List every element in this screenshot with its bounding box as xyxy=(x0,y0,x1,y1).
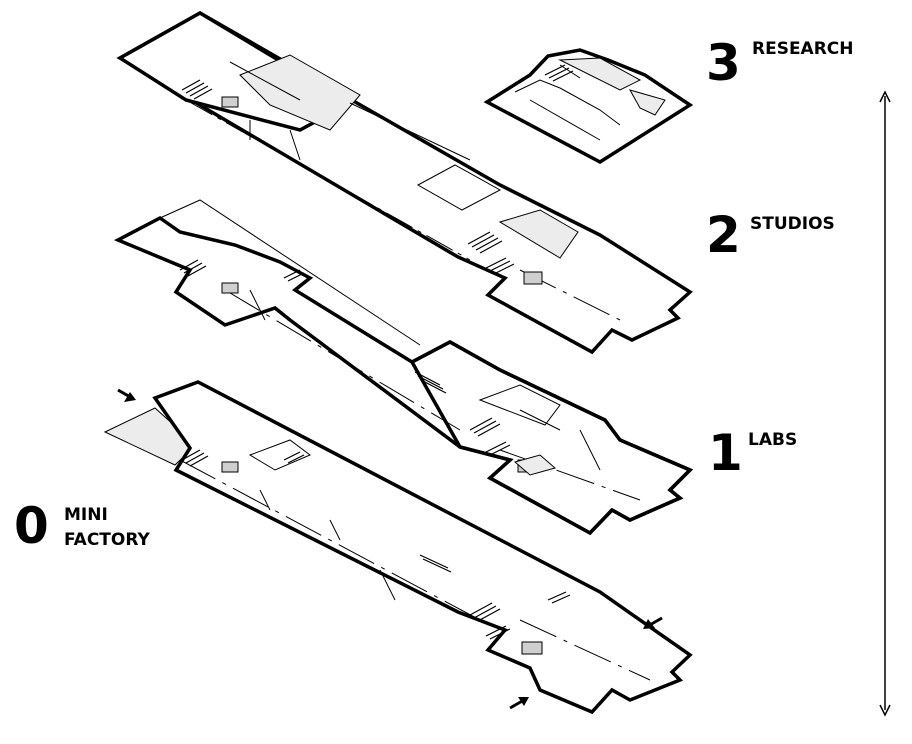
level-1-number: 1 xyxy=(708,424,743,482)
level-0-number: 0 xyxy=(14,497,49,555)
level-2-name: STUDIOS xyxy=(750,214,835,234)
level-3-name: RESEARCH xyxy=(752,39,854,59)
level-0-name-line1: MINI xyxy=(64,505,108,525)
level-0-stairs xyxy=(181,449,571,640)
level-3-floor-plate xyxy=(116,10,693,355)
level-3-number: 3 xyxy=(706,34,741,92)
level-0-name-line2: FACTORY xyxy=(64,530,151,550)
level-1-floor-plate xyxy=(409,340,694,536)
level-1-name: LABS xyxy=(748,430,797,450)
entrance-arrow-icon xyxy=(117,388,136,402)
level-2-number: 2 xyxy=(706,206,741,264)
vertical-double-arrow-icon xyxy=(879,90,891,717)
entrance-arrow-icon xyxy=(509,697,529,710)
level-3-research-block xyxy=(483,48,694,165)
level-3-research-stairs xyxy=(544,64,574,82)
level-3-stairs xyxy=(181,79,515,275)
level-0-floor-plate xyxy=(103,380,693,715)
entrance-arrow-icon xyxy=(643,616,663,629)
